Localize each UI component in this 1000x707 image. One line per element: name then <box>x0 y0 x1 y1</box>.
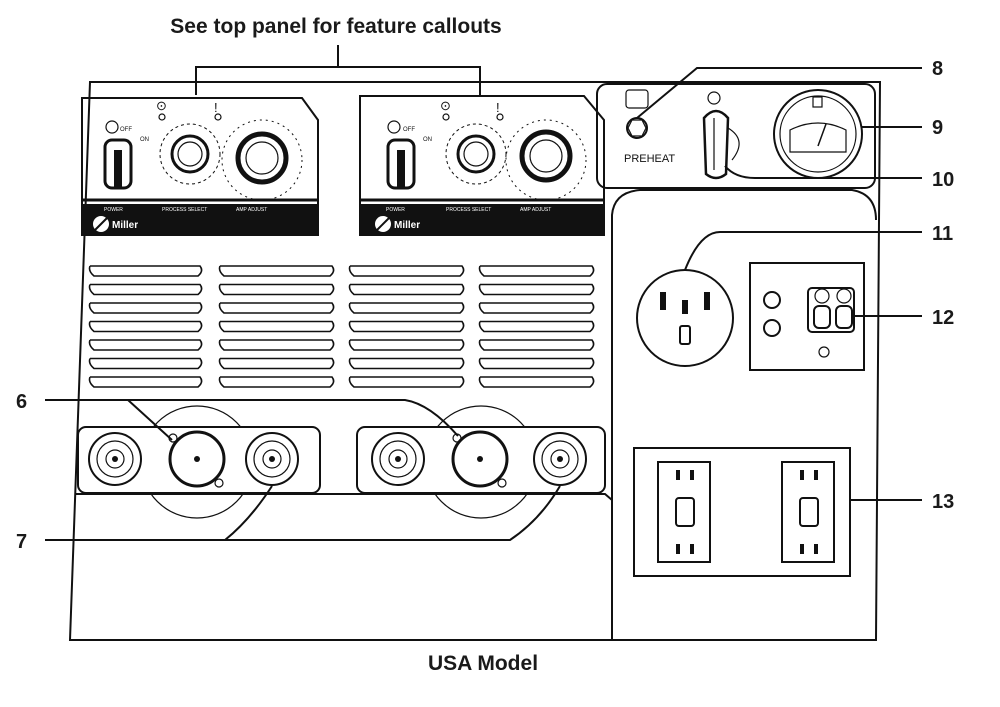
louver-slot <box>478 357 595 370</box>
circuit-breakers[interactable] <box>807 287 855 333</box>
header-bracket <box>195 45 481 95</box>
weld-output-stud-left-1[interactable] <box>88 432 142 486</box>
louver-slot <box>478 302 595 314</box>
thermal-icon-right: ! <box>496 100 500 115</box>
control-panel-right: OFF ON ⊙ ! POWER PROCESS SELECT AMP ADJU… <box>359 95 605 236</box>
gfci-test-button[interactable] <box>763 319 781 337</box>
callout-7: 7 <box>16 531 27 553</box>
gfci-reset-button[interactable] <box>763 291 781 309</box>
miller-logo-left: Miller <box>93 216 138 232</box>
louver-slot <box>218 339 335 351</box>
power-switch-right[interactable] <box>386 120 416 190</box>
callout-9: 9 <box>932 117 943 139</box>
header-note: See top panel for feature callouts <box>170 15 501 38</box>
louver-slot <box>348 320 465 333</box>
weld-output-stud-left-2[interactable] <box>245 432 299 486</box>
louver-slot <box>88 302 203 314</box>
louver-slot <box>348 357 465 370</box>
off-label: OFF <box>120 127 132 133</box>
on-label: ON <box>140 137 149 143</box>
amp-adjust-label-right: AMP ADJUST <box>520 207 551 213</box>
miller-logo-right: Miller <box>375 216 420 232</box>
leader-lines <box>45 67 922 541</box>
svg-text:Miller: Miller <box>394 220 420 231</box>
louver-slot <box>478 283 595 296</box>
louver-slot <box>88 265 203 277</box>
louver-slot <box>348 283 465 296</box>
svg-text:Miller: Miller <box>112 220 138 231</box>
louver-slot <box>478 339 595 351</box>
engine-control-switch[interactable] <box>702 91 740 180</box>
power-label-left: POWER <box>104 207 123 213</box>
duplex-receptacle-right[interactable] <box>781 461 835 563</box>
callout-11: 11 <box>932 223 953 245</box>
remote-receptacle-left[interactable] <box>168 430 226 488</box>
louver-slot <box>348 339 465 351</box>
callout-12: 12 <box>932 307 954 329</box>
louver-slot <box>88 376 203 388</box>
fuel-gauge <box>773 89 863 179</box>
process-select-knob-left[interactable] <box>159 123 221 185</box>
duplex-panel <box>633 447 851 577</box>
preheat-label: PREHEAT <box>624 153 675 165</box>
louver-slot <box>88 357 203 370</box>
callout-8: 8 <box>932 58 943 80</box>
louver-slot <box>218 265 335 277</box>
louver-slot <box>88 339 203 351</box>
louver-slot <box>218 357 335 370</box>
top-right-panel <box>596 83 876 189</box>
fault-lamp-right <box>496 113 504 121</box>
louver-slot <box>478 265 595 277</box>
amp-adjust-label-left: AMP ADJUST <box>236 207 267 213</box>
amp-adjust-knob-left[interactable] <box>221 119 303 201</box>
louver-slot <box>218 376 335 388</box>
callout-13: 13 <box>932 491 954 513</box>
vent-louvers <box>88 265 595 388</box>
preheat-button[interactable] <box>625 89 649 139</box>
off-label-right: OFF <box>403 127 415 133</box>
contactor-icon: ⊙ <box>156 98 167 113</box>
process-select-label-left: PROCESS SELECT <box>162 207 207 213</box>
louver-slot <box>348 265 465 277</box>
louver-slot <box>88 283 203 296</box>
louver-slot <box>218 283 335 296</box>
caption: USA Model <box>428 652 538 675</box>
fault-lamp-left <box>214 113 222 121</box>
receptacle-240v[interactable] <box>636 269 734 367</box>
duplex-receptacle-left[interactable] <box>657 461 711 563</box>
amp-adjust-knob-right[interactable] <box>505 119 587 201</box>
power-switch-left[interactable] <box>103 120 133 190</box>
lower-front-panel <box>76 493 613 501</box>
housing-outline <box>68 81 882 641</box>
status-lamp-left <box>158 113 166 121</box>
on-label-right: ON <box>423 137 432 143</box>
breaker-indicator <box>818 346 830 358</box>
weld-output-stud-right-2[interactable] <box>533 432 587 486</box>
weld-output-stud-right-1[interactable] <box>371 432 425 486</box>
louver-slot <box>88 320 203 333</box>
louver-slot <box>478 376 595 388</box>
louver-slot <box>348 302 465 314</box>
callout-6: 6 <box>16 391 27 413</box>
louver-slot <box>218 302 335 314</box>
control-panel-left: OFF ON ⊙ ! POWER PROCESS SELECT AMP ADJU… <box>81 97 319 236</box>
callout-10: 10 <box>932 169 954 191</box>
status-lamp-right <box>442 113 450 121</box>
louver-slot <box>478 320 595 333</box>
power-label-right: POWER <box>386 207 405 213</box>
process-select-knob-right[interactable] <box>445 123 507 185</box>
louver-slot <box>218 320 335 333</box>
remote-receptacle-right[interactable] <box>451 430 509 488</box>
contactor-icon-right: ⊙ <box>440 98 451 113</box>
process-select-label-right: PROCESS SELECT <box>446 207 491 213</box>
louver-slot <box>348 376 465 388</box>
right-compartment <box>611 189 877 640</box>
thermal-icon: ! <box>214 100 218 115</box>
